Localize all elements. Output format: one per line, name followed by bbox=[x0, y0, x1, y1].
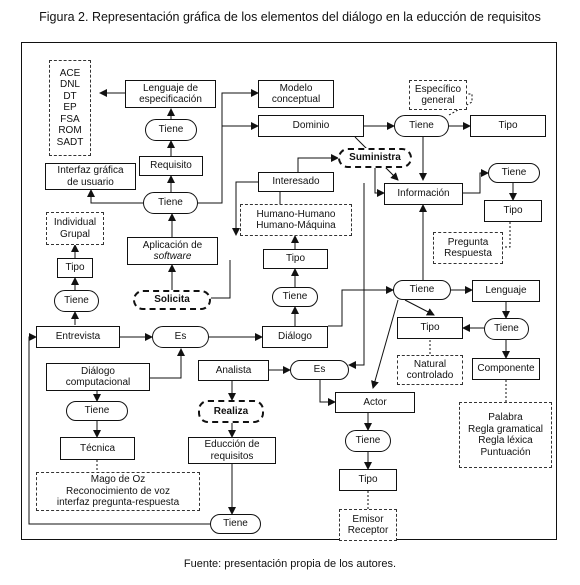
edge-dialogo-tiene-central bbox=[328, 286, 394, 327]
tiene-central-node: Tiene bbox=[143, 192, 198, 214]
edge-solicita-link bbox=[211, 260, 231, 299]
tipo-dialogo-node: Tipo bbox=[263, 249, 328, 269]
tiene-actor-node: Tiene bbox=[345, 430, 391, 452]
edge-interesado-aplicacion bbox=[232, 181, 258, 236]
es-2-node: Es bbox=[290, 360, 349, 380]
figure-title: Figura 2. Representación gráfica de los … bbox=[39, 10, 541, 24]
tiene-bottom-node: Tiene bbox=[210, 514, 261, 534]
figure-caption: Fuente: presentación propia de los autor… bbox=[183, 558, 397, 570]
dialogo-node: Diálogo bbox=[262, 326, 328, 348]
edge-dialogo-comp-es bbox=[150, 348, 185, 379]
edge-central-actor bbox=[371, 299, 399, 389]
emisor-receptor-box: Emisor Receptor bbox=[339, 509, 397, 541]
mago-box: Mago de Oz Reconocimiento de voz interfa… bbox=[36, 472, 200, 511]
pregunta-respuesta-box: Pregunta Respuesta bbox=[433, 232, 503, 264]
dominio-node: Dominio bbox=[258, 115, 364, 137]
lenguaje-especificacion-node: Lenguaje de especificación bbox=[125, 80, 216, 108]
requisito-node: Requisito bbox=[139, 156, 203, 176]
modelo-conceptual-node: Modelo conceptual bbox=[258, 80, 334, 108]
edge-tipo-pregunta bbox=[503, 222, 511, 248]
edge-interesado-suministra bbox=[297, 154, 339, 172]
edge-tiene-modelo bbox=[198, 89, 259, 204]
natural-controlado-box: Natural controlado bbox=[397, 355, 463, 385]
tipo-actor-node: Tipo bbox=[339, 469, 397, 491]
tiene-dominio-node: Tiene bbox=[394, 115, 449, 137]
edge-interesado-es bbox=[348, 183, 365, 369]
edge-bottom-loop bbox=[28, 333, 210, 525]
interesado-node: Interesado bbox=[258, 172, 334, 192]
tiene-lenguaje-node: Tiene bbox=[145, 119, 197, 141]
dialogo-computacional-node: Diálogo computacional bbox=[46, 363, 150, 391]
edge-central-tipo bbox=[404, 299, 435, 316]
lenguaje-node: Lenguaje bbox=[472, 280, 540, 302]
analista-node: Analista bbox=[198, 360, 269, 381]
tipo-entrevista-node: Tipo bbox=[57, 258, 93, 278]
tecnica-node: Técnica bbox=[60, 437, 135, 460]
educcion-node: Educción de requisitos bbox=[188, 437, 276, 464]
suministra-node: Suministra bbox=[338, 148, 412, 168]
es-1-node: Es bbox=[152, 326, 209, 348]
solicita-node: Solicita bbox=[133, 290, 211, 310]
edge-informacion-tiene bbox=[463, 169, 489, 194]
individual-grupal-box: Individual Grupal bbox=[46, 212, 104, 245]
tipo-informacion-node: Tipo bbox=[484, 200, 542, 222]
methods-list: ACE DNL DT EP FSA ROM SADT bbox=[49, 60, 91, 156]
entrevista-node: Entrevista bbox=[36, 326, 120, 348]
especifico-general-box: Específico general bbox=[409, 80, 467, 110]
aplicacion-software: software bbox=[153, 251, 192, 262]
humano-box: Humano-Humano Humano-Máquina bbox=[240, 204, 352, 236]
aplicacion-node: Aplicación de software bbox=[127, 237, 218, 265]
tipo-dominio-node: Tipo bbox=[470, 115, 546, 137]
interfaz-grafica-node: Interfaz gráfica de usuario bbox=[45, 163, 136, 190]
tiene-componente-node: Tiene bbox=[484, 318, 529, 340]
tiene-tecnica-node: Tiene bbox=[66, 401, 128, 421]
tiene-dialogo-node: Tiene bbox=[272, 287, 318, 307]
aplicacion-prefix: Aplicación de bbox=[142, 239, 203, 251]
edge-tiene-interfaz bbox=[87, 189, 143, 204]
realiza-node: Realiza bbox=[198, 400, 264, 423]
edge-suministra-informacion bbox=[374, 168, 385, 197]
tiene-informacion-node: Tiene bbox=[488, 163, 540, 183]
actor-node: Actor bbox=[335, 392, 415, 413]
informacion-node: Información bbox=[384, 183, 463, 205]
componente-node: Componente bbox=[472, 358, 540, 380]
tiene-lenguaje2-node: Tiene bbox=[393, 280, 451, 300]
tiene-entrevista-node: Tiene bbox=[54, 290, 99, 312]
tipo-lenguaje-node: Tipo bbox=[397, 317, 463, 339]
edge-es-actor bbox=[319, 380, 336, 406]
diagram-frame bbox=[21, 42, 557, 540]
palabra-box: Palabra Regla gramatical Regla léxica Pu… bbox=[459, 402, 552, 468]
